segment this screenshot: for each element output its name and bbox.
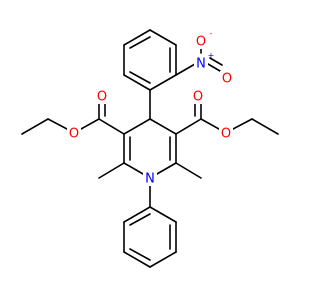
bond-nitro-o-right-double — [209, 57, 223, 66]
ester-right — [175, 103, 279, 135]
molecule-structure: N N + O - O O O O O — [21, 29, 279, 268]
bond-nitro-o-right — [207, 63, 221, 72]
bond-ph-6 — [123, 206, 151, 223]
bond-c4-c3 — [149, 118, 177, 135]
atom-o-nitro-top: O — [196, 35, 206, 50]
bond-ethyl-left — [21, 118, 49, 135]
bond-o-ethyl-left — [47, 118, 68, 130]
atom-labels: N N + O - O O O O O — [67, 29, 234, 187]
bond-o-ethyl-right — [232, 118, 253, 130]
bond-ph-6-double — [129, 213, 151, 226]
charge-o-nitro-top: - — [210, 29, 213, 38]
bond-ar-6 — [149, 74, 177, 91]
bond-ph-3 — [149, 251, 177, 268]
nitrophenyl-ring — [123, 29, 177, 120]
bond-methyl-right — [175, 162, 202, 179]
bond-ethyl-right — [251, 118, 279, 135]
n-phenyl-ring — [123, 177, 177, 268]
bond-ph-1 — [149, 206, 177, 223]
bond-methyl-left — [98, 162, 125, 179]
bond-ester-o-right — [200, 118, 220, 130]
molecule-canvas: N N + O - O O O O O — [21, 29, 279, 268]
methyl-groups — [98, 162, 202, 179]
bond-c5-c4 — [123, 118, 151, 135]
atom-o-ester-left-carbonyl: O — [97, 90, 107, 105]
atom-o-ester-right-carbonyl: O — [193, 90, 203, 105]
charge-n-nitro: + — [208, 51, 215, 60]
bond-ar-1-double — [129, 71, 151, 84]
bond-ar-3-double — [129, 36, 151, 49]
bond-ph-4-double — [129, 248, 151, 261]
bond-ph-4 — [123, 251, 151, 268]
bond-ar-3 — [123, 29, 151, 46]
bond-ar-4 — [149, 29, 177, 46]
bond-ar-1 — [123, 74, 151, 91]
dihydropyridine-ring — [123, 118, 177, 179]
atom-o-ester-right-ether: O — [221, 127, 231, 142]
atom-n-ring: N — [145, 172, 155, 187]
atom-n-nitro: N — [196, 57, 206, 72]
atom-o-nitro-right: O — [222, 72, 232, 87]
bond-c3-carbonyl — [175, 118, 202, 135]
ester-left — [21, 103, 125, 135]
bond-c5-carbonyl — [98, 118, 125, 135]
bond-ester-o-left — [80, 118, 100, 130]
atom-o-ester-left-ether: O — [69, 127, 79, 142]
bond-aryl-nitro — [175, 63, 196, 76]
